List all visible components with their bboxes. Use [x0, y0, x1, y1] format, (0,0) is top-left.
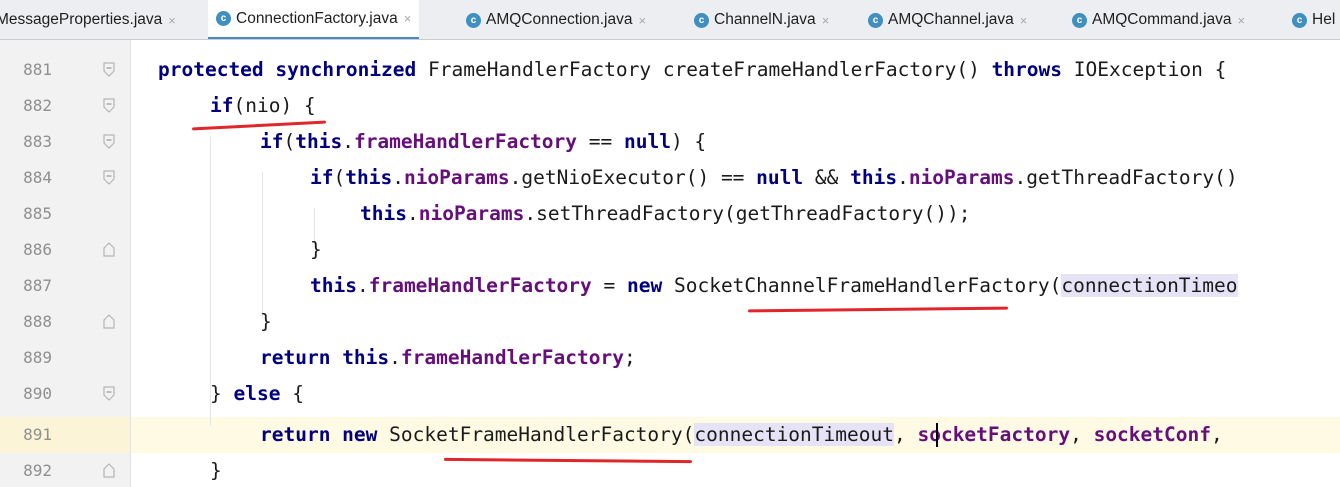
code-line: 883 if(this.frameHandlerFactory == null)… — [0, 124, 1340, 160]
code-text: this.nioParams.setThreadFactory(getThrea… — [360, 202, 971, 225]
fold-arrow-icon[interactable] — [103, 62, 115, 77]
class-icon: c — [216, 11, 231, 26]
tab-label: AMQConnection.java — [486, 11, 633, 28]
tab-label: ChannelN.java — [714, 11, 816, 28]
code-text: } else { — [210, 382, 304, 405]
line-number: 881 — [23, 60, 52, 79]
code-line: 885 this.nioParams.setThreadFactory(getT… — [0, 196, 1340, 232]
code-editor[interactable]: 881 protected synchronized FrameHandlerF… — [0, 40, 1340, 487]
text-caret — [936, 423, 938, 447]
line-number: 886 — [23, 240, 52, 259]
class-icon: c — [694, 12, 709, 28]
tab-channeln[interactable]: c ChannelN.java × — [694, 0, 830, 39]
tab-amqconnection[interactable]: c AMQConnection.java × — [466, 0, 647, 39]
code-line: 886 } — [0, 232, 1340, 268]
tab-label: MessageProperties.java — [0, 11, 163, 28]
code-line-current: 891 return new SocketFrameHandlerFactory… — [0, 417, 1340, 453]
line-number: 887 — [23, 276, 52, 295]
code-text: protected synchronized FrameHandlerFacto… — [158, 58, 1227, 81]
tab-label: AMQChannel.java — [888, 11, 1014, 28]
code-line: 887 this.frameHandlerFactory = new Socke… — [0, 268, 1340, 304]
code-line: 882 if(nio) { — [0, 88, 1340, 124]
fold-end-icon[interactable] — [103, 314, 115, 329]
line-number: 884 — [23, 168, 52, 187]
code-text: this.frameHandlerFactory = new SocketCha… — [310, 274, 1238, 297]
code-text: return this.frameHandlerFactory; — [260, 346, 636, 369]
tab-label: AMQCommand.java — [1092, 11, 1232, 28]
close-icon[interactable]: × — [1237, 12, 1246, 28]
line-number: 888 — [23, 312, 52, 331]
tab-hel[interactable]: c Hel — [1292, 0, 1336, 39]
class-icon: c — [868, 12, 883, 28]
gutter — [0, 40, 130, 487]
close-icon[interactable]: × — [168, 12, 176, 28]
line-number: 891 — [23, 425, 52, 444]
editor-tab-bar: MessageProperties.java × c ConnectionFac… — [0, 0, 1340, 40]
line-number: 883 — [23, 132, 52, 151]
tab-amqchannel[interactable]: c AMQChannel.java × — [868, 0, 1028, 39]
code-text: } — [210, 459, 222, 482]
line-number: 885 — [23, 204, 52, 223]
code-line: 892 } — [0, 453, 1340, 487]
fold-end-icon[interactable] — [103, 242, 115, 257]
code-text: } — [260, 310, 272, 333]
fold-end-icon[interactable] — [103, 463, 115, 478]
line-number: 892 — [23, 461, 52, 480]
code-line: 881 protected synchronized FrameHandlerF… — [0, 52, 1340, 88]
current-line-highlight — [0, 417, 1340, 453]
fold-arrow-icon[interactable] — [103, 386, 115, 401]
tab-messageproperties[interactable]: MessageProperties.java × — [0, 0, 176, 39]
close-icon[interactable]: × — [403, 11, 412, 26]
line-number: 882 — [23, 96, 52, 115]
class-icon: c — [1072, 12, 1087, 28]
close-icon[interactable]: × — [821, 12, 830, 28]
close-icon[interactable]: × — [1019, 12, 1028, 28]
line-number: 890 — [23, 384, 52, 403]
class-icon: c — [466, 12, 481, 28]
fold-arrow-icon[interactable] — [103, 170, 115, 185]
tab-label: Hel — [1312, 11, 1336, 28]
code-line: 888 } — [0, 304, 1340, 340]
class-icon: c — [1292, 12, 1307, 28]
code-line: 884 if(this.nioParams.getNioExecutor() =… — [0, 160, 1340, 196]
fold-arrow-icon[interactable] — [103, 134, 115, 149]
code-line: 890 } else { — [0, 376, 1340, 412]
tab-label: ConnectionFactory.java — [236, 9, 398, 27]
line-number: 889 — [23, 348, 52, 367]
tab-amqcommand[interactable]: c AMQCommand.java × — [1072, 0, 1246, 39]
tab-connectionfactory[interactable]: c ConnectionFactory.java × — [208, 0, 420, 39]
code-text: return new SocketFrameHandlerFactory(con… — [260, 423, 1223, 446]
fold-arrow-icon[interactable] — [103, 98, 115, 113]
code-text: if(nio) { — [210, 94, 316, 117]
close-icon[interactable]: × — [638, 12, 647, 28]
code-text: if(this.nioParams.getNioExecutor() == nu… — [310, 166, 1238, 189]
code-text: } — [310, 238, 322, 261]
code-line: 889 return this.frameHandlerFactory; — [0, 340, 1340, 376]
code-text: if(this.frameHandlerFactory == null) { — [260, 130, 707, 153]
